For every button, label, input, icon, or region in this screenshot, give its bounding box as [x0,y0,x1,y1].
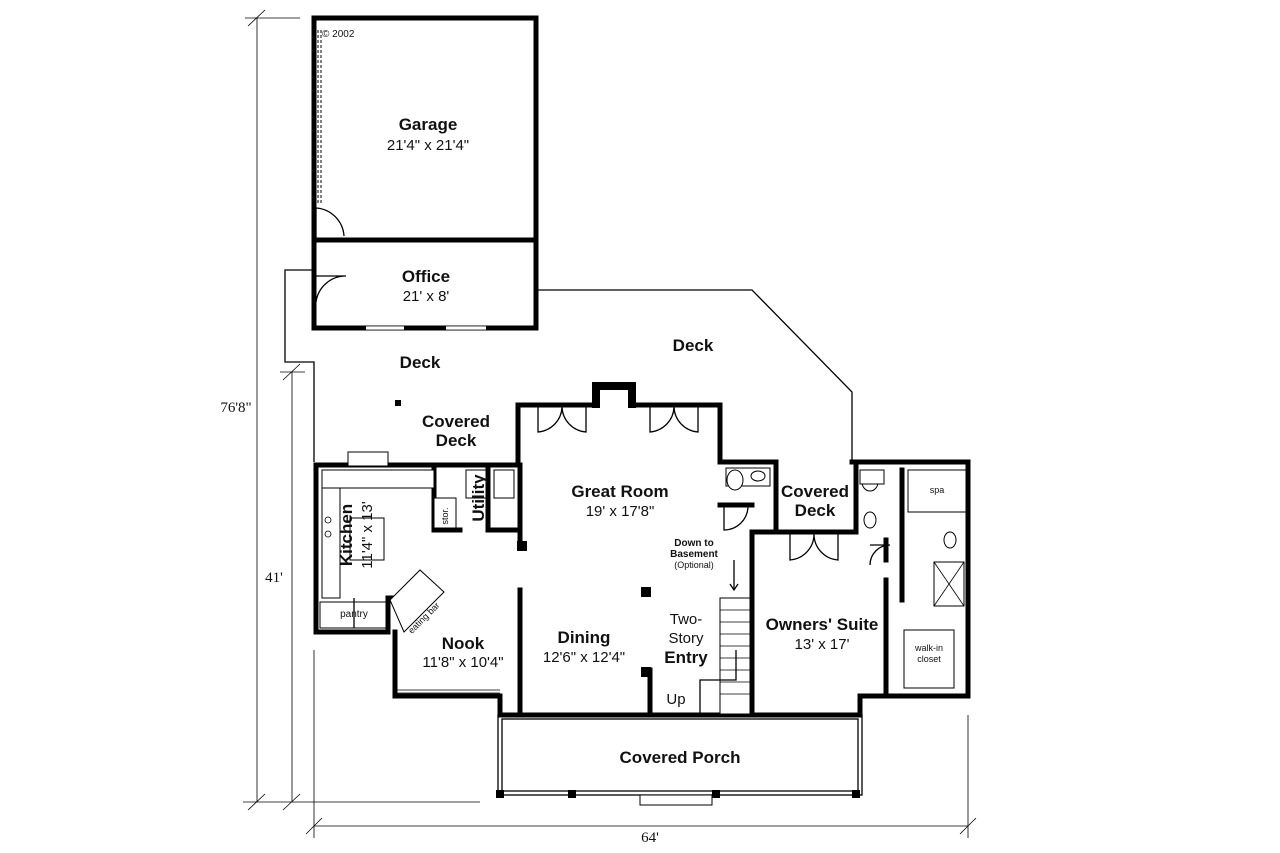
overall-depth-dimension: 76'8" [220,400,251,416]
bath-fixtures [723,467,967,689]
house-walls [313,382,971,718]
great-room-size: 19' x 17'8" [586,503,655,520]
garage-label: Garage [399,115,458,134]
owners-suite-label: Owners' Suite [766,615,879,634]
house-depth-dimension: 41' [265,570,283,586]
basement-line3: (Optional) [674,560,714,570]
dining-label: Dining [558,628,611,647]
deck-left-label: Deck [400,353,441,372]
nook-size: 11'8" x 10'4" [422,654,503,671]
utility-label: Utility [469,474,488,522]
entry-line1: Two- [670,611,703,628]
pantry-label: pantry [340,609,368,620]
covered-deck-left-line1: Covered [422,412,490,431]
great-room-doors [537,406,839,561]
deck-right-label: Deck [673,336,714,355]
up-label: Up [666,691,685,708]
office-label: Office [402,267,450,286]
kitchen-label: Kitchen [337,504,356,566]
owners-suite-size: 13' x 17' [795,636,850,653]
deck-outline [284,269,853,462]
office-size: 21' x 8' [403,288,450,305]
dimension-lines [243,9,977,838]
great-room-label: Great Room [571,482,668,501]
copyright-text: © 2002 [322,29,355,40]
spa-label: spa [930,485,945,495]
garage-size: 21'4" x 21'4" [387,137,469,154]
overall-width-dimension: 64' [641,830,659,846]
kitchen-fixtures [319,451,515,633]
covered-porch-label: Covered Porch [620,748,741,767]
dining-size: 12'6" x 12'4" [543,649,625,666]
covered-porch [496,714,863,806]
kitchen-size: 11'4" x 13' [359,501,376,569]
nook-label: Nook [442,634,485,653]
entry-line2: Story [668,630,704,647]
covered-deck-left-line2: Deck [436,431,477,450]
walk-in-closet-line2: closet [917,654,941,664]
basement-line2: Basement [670,549,718,560]
basement-line1: Down to [674,538,713,549]
office [311,237,539,331]
walk-in-closet-line1: walk-in [914,643,943,653]
stor-label: stor. [440,507,450,524]
covered-deck-right-line1: Covered [781,482,849,501]
entry-line3: Entry [664,648,708,667]
covered-deck-right-line2: Deck [795,501,836,520]
stairs [699,560,751,715]
nook-window [397,689,500,694]
